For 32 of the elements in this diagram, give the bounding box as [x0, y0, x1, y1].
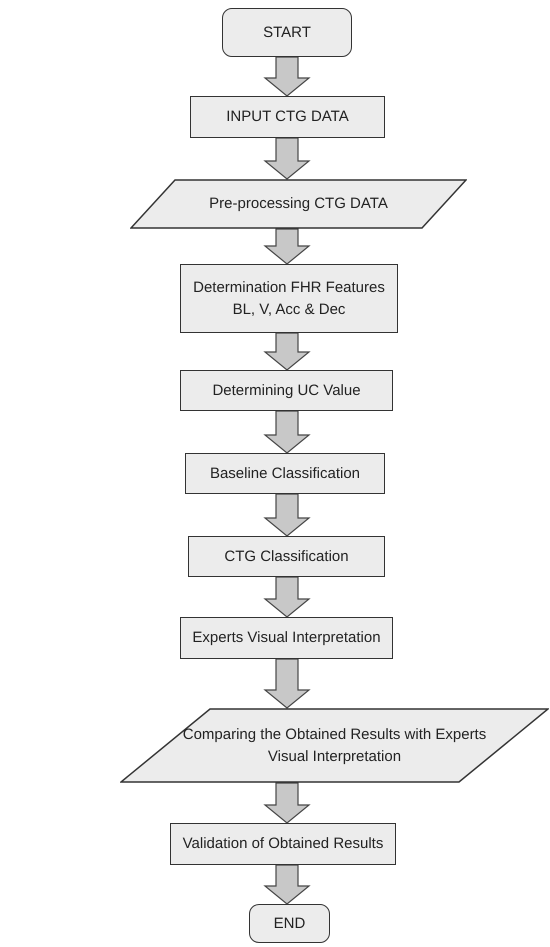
- step-text: Baseline Classification: [208, 464, 362, 484]
- step-text: Validation of Obtained Results: [182, 834, 384, 854]
- process-box: [180, 370, 393, 411]
- input-output-parallelogram: [120, 708, 549, 783]
- process-box: [170, 823, 396, 865]
- input-output-parallelogram: [130, 179, 467, 229]
- step-text: Determining UC Value: [211, 380, 362, 401]
- process-box: [188, 536, 385, 577]
- block-arrow: [263, 332, 311, 371]
- process-box: [185, 453, 385, 494]
- block-arrow: [263, 493, 311, 537]
- block-arrow: [263, 864, 311, 905]
- block-arrow: [263, 658, 311, 709]
- block-arrow: [263, 56, 311, 97]
- step-text: Determination FHR Features BL, V, Acc & Dec: [192, 278, 386, 320]
- block-arrow: [263, 137, 311, 180]
- block-arrow: [263, 576, 311, 618]
- process-box: [190, 96, 385, 138]
- block-arrow: [263, 782, 311, 824]
- block-arrow: [263, 228, 311, 265]
- terminal-box: [222, 8, 352, 57]
- step-text: INPUT CTG DATA: [225, 107, 350, 128]
- step-text: START: [262, 22, 312, 43]
- step-text: Pre-processing CTG DATA: [208, 194, 389, 214]
- terminal-box: [249, 904, 330, 943]
- step-text: CTG Classification: [223, 546, 350, 567]
- process-box: [180, 264, 398, 333]
- process-box: [180, 617, 393, 659]
- block-arrow: [263, 410, 311, 454]
- step-text: Experts Visual Interpretation: [191, 628, 382, 648]
- step-text: END: [272, 914, 306, 934]
- step-text: Comparing the Obtained Results with Experts Visual Interpretation: [182, 724, 488, 766]
